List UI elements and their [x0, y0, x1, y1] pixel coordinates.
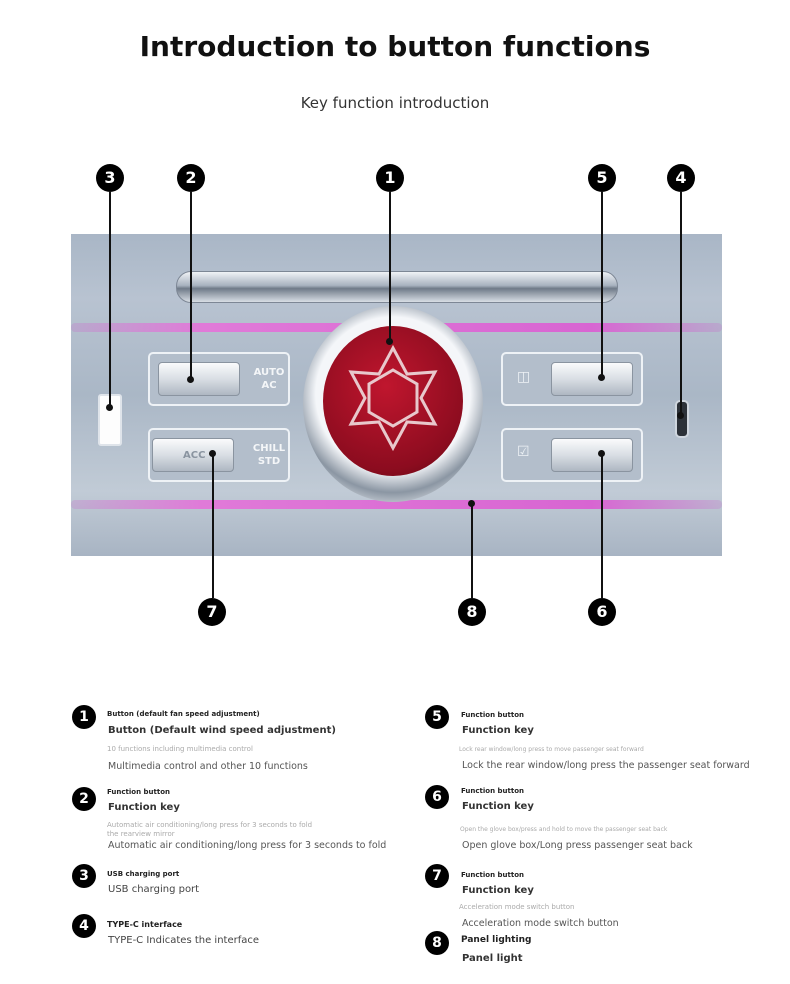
- leader-line-7: [212, 452, 214, 598]
- acc-label: ACC: [183, 450, 206, 461]
- item-note: 10 functions including multimedia contro…: [107, 745, 253, 753]
- page-title: Introduction to button functions: [139, 30, 651, 63]
- fan-speed-knob[interactable]: [323, 326, 463, 476]
- callout-badge-1: 1: [376, 164, 404, 192]
- item-description: Open glove box/Long press passenger seat…: [462, 840, 693, 851]
- item-note: Open the glove box/press and hold to mov…: [460, 826, 668, 833]
- leader-line-6: [601, 452, 603, 598]
- item-heading: Function button: [461, 871, 525, 879]
- glove-box-icon: ☑: [517, 444, 530, 460]
- cf-logo-icon: [348, 344, 438, 452]
- leader-dot-3: [106, 404, 113, 411]
- leader-dot-5: [598, 374, 605, 381]
- callout-badge-2: 2: [177, 164, 205, 192]
- item-number: 5: [425, 705, 449, 729]
- item-number: 6: [425, 785, 449, 809]
- item-description: Automatic air conditioning/long press fo…: [108, 840, 387, 851]
- glove-box-key-frame: ☑: [501, 428, 643, 482]
- acc-key-frame: ACC CHILL STD: [148, 428, 290, 482]
- item-note: Automatic air conditioning/long press fo…: [107, 821, 313, 838]
- item-note: Acceleration mode switch button: [459, 903, 575, 911]
- glove-box-button[interactable]: [551, 438, 633, 472]
- item-heading: Button (default fan speed adjustment): [107, 710, 260, 718]
- item-title: Function key: [462, 801, 534, 812]
- leader-line-5: [601, 192, 603, 378]
- item-title: Panel light: [462, 953, 523, 964]
- page-subtitle: Key function introduction: [300, 94, 490, 112]
- item-title: TYPE-C Indicates the interface: [108, 935, 260, 946]
- item-heading: Function button: [461, 711, 525, 719]
- leader-dot-2: [187, 376, 194, 383]
- item-title: Function key: [462, 885, 534, 896]
- auto-ac-key-frame: AUTO AC: [148, 352, 290, 406]
- air-vent-bar: [176, 271, 618, 303]
- item-heading: Function button: [107, 788, 171, 796]
- callout-badge-6: 6: [588, 598, 616, 626]
- item-number: 8: [425, 931, 449, 955]
- item-number: 3: [72, 864, 96, 888]
- rear-window-key-frame: ◫: [501, 352, 643, 406]
- item-description: Lock the rear window/long press the pass…: [462, 760, 750, 771]
- leader-line-4: [680, 192, 682, 416]
- leader-dot-6: [598, 450, 605, 457]
- item-title: USB charging port: [108, 884, 200, 895]
- item-description: Acceleration mode switch button: [462, 918, 619, 929]
- type-c-port-icon: [675, 400, 689, 438]
- item-heading: USB charging port: [107, 870, 180, 878]
- item-title: Function key: [462, 725, 534, 736]
- control-panel-photo: AUTO AC ACC CHILL STD ◫ ☑: [71, 234, 722, 556]
- item-title: Button (Default wind speed adjustment): [108, 725, 336, 736]
- leader-line-2: [190, 192, 192, 380]
- rear-window-button[interactable]: [551, 362, 633, 396]
- item-heading: Panel lighting: [461, 935, 532, 945]
- item-number: 7: [425, 864, 449, 888]
- item-note: Lock rear window/long press to move pass…: [459, 746, 644, 753]
- leader-dot-7: [209, 450, 216, 457]
- item-heading: Function button: [461, 787, 525, 795]
- callout-badge-7: 7: [198, 598, 226, 626]
- leader-line-1: [389, 192, 391, 342]
- leader-line-3: [109, 192, 111, 408]
- leader-line-8: [471, 502, 473, 598]
- callout-badge-4: 4: [667, 164, 695, 192]
- item-number: 1: [72, 705, 96, 729]
- callout-badge-3: 3: [96, 164, 124, 192]
- auto-ac-button[interactable]: [158, 362, 240, 396]
- leader-dot-4: [677, 412, 684, 419]
- auto-ac-label: AUTO AC: [253, 367, 285, 391]
- acc-button[interactable]: ACC: [152, 438, 234, 472]
- item-description: Multimedia control and other 10 function…: [108, 761, 308, 772]
- item-number: 4: [72, 914, 96, 938]
- leader-dot-1: [386, 338, 393, 345]
- chill-std-label: CHILL STD: [252, 443, 286, 467]
- item-number: 2: [72, 787, 96, 811]
- lower-light-strip: [71, 500, 722, 509]
- leader-dot-8: [468, 500, 475, 507]
- item-title: Function key: [108, 802, 180, 813]
- callout-badge-8: 8: [458, 598, 486, 626]
- callout-badge-5: 5: [588, 164, 616, 192]
- window-icon: ◫: [517, 369, 531, 385]
- item-heading: TYPE-C interface: [107, 920, 183, 929]
